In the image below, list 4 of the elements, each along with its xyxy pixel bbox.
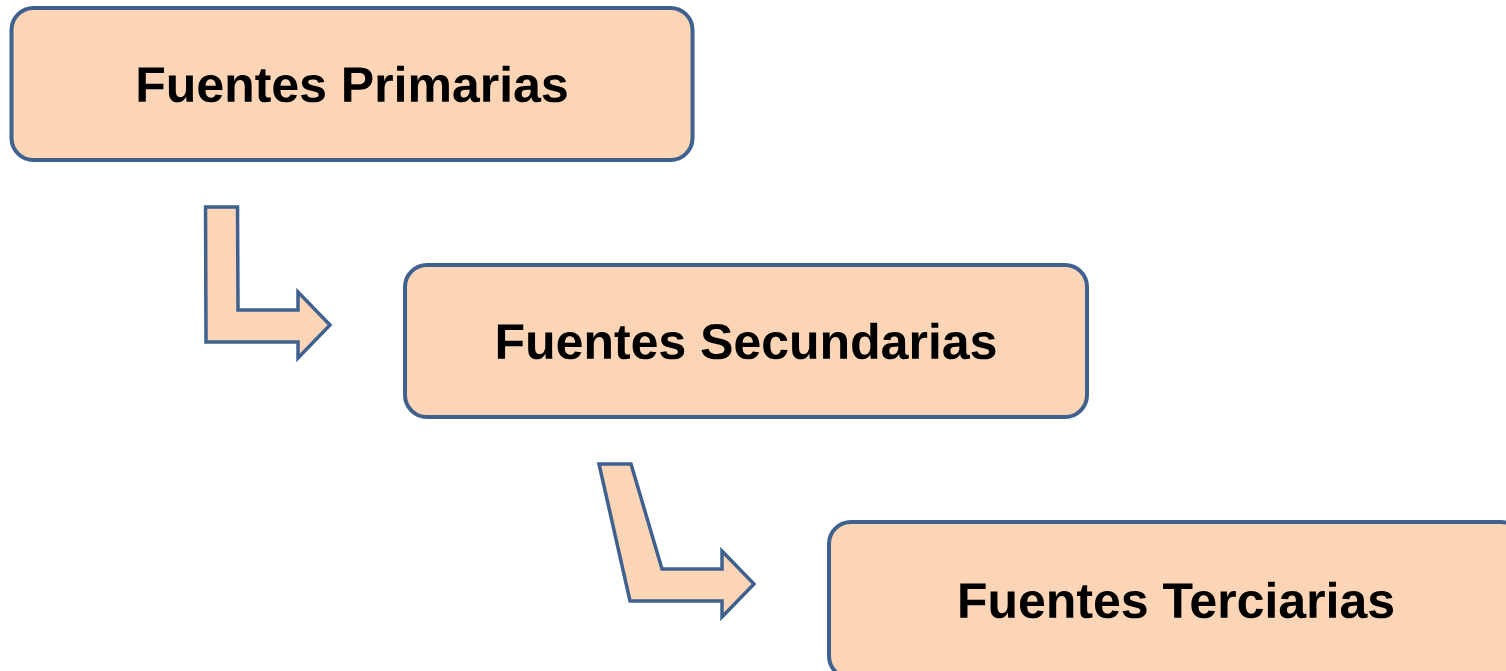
bent-arrow [203,205,333,363]
source-box: Fuentes Terciarias [827,520,1506,671]
source-box: Fuentes Secundarias [403,263,1089,419]
source-box: Fuentes Primarias [9,6,695,162]
